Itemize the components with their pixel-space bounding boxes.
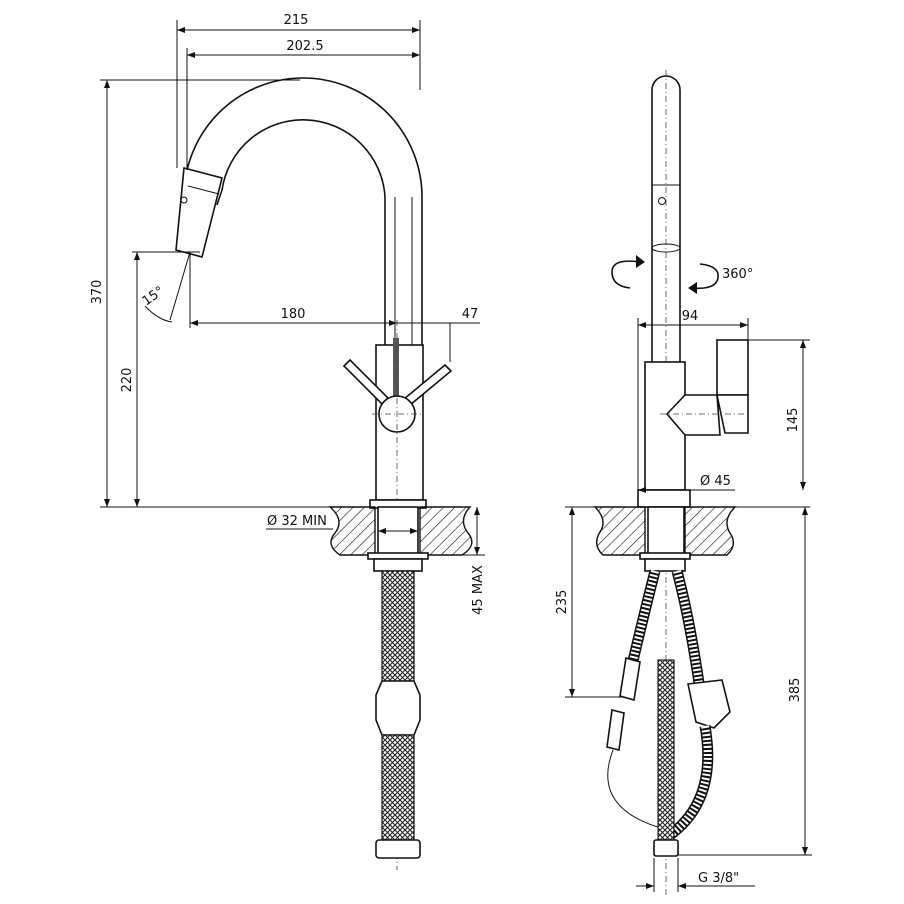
countertop-section-right (684, 506, 737, 556)
front-view-right: 360° 94 145 Ø 45 235 385 G 3/8" (555, 70, 812, 895)
base-flange (637, 489, 691, 508)
mounting-nut (373, 558, 423, 572)
spray-head (175, 166, 223, 258)
dim-235-label: 235 (555, 590, 570, 615)
hose-end-nut (653, 839, 679, 857)
hose-connector (619, 656, 641, 702)
dim-15deg-label: 15° (140, 284, 167, 310)
counterweight (687, 679, 731, 729)
dim-45-max-label: 45 MAX (471, 565, 486, 615)
dim-connection-label: G 3/8" (698, 871, 739, 886)
center-rod (393, 338, 399, 398)
braided-hose (381, 570, 415, 682)
spout-pipe (651, 75, 681, 365)
dim-220-label: 220 (120, 368, 135, 393)
rotate-right-arrow-icon (691, 263, 719, 290)
dim-base-diameter-label: Ø 45 (700, 474, 731, 489)
countertop-section-right (419, 506, 473, 556)
dim-47-label: 47 (462, 307, 479, 322)
dim-94-label: 94 (682, 309, 699, 324)
handle-top (716, 339, 749, 396)
dim-202-5-label: 202.5 (286, 39, 323, 54)
handle-lever (665, 394, 721, 436)
supply-hose (657, 659, 675, 841)
spout-outer (181, 77, 423, 500)
dim-370-label: 370 (90, 280, 105, 305)
dim-hole-diameter-label: Ø 32 MIN (267, 514, 327, 529)
dim-180-label: 180 (281, 307, 306, 322)
countertop-section-left (328, 506, 376, 556)
hose-end-nut (375, 839, 421, 859)
dim-360-label: 360° (722, 267, 753, 282)
dim-215-label: 215 (284, 13, 309, 28)
rotate-left-arrow-icon (611, 260, 641, 289)
spout-inner (216, 119, 386, 500)
dim-385-label: 385 (788, 678, 803, 703)
hose-coupling (375, 680, 421, 736)
dim-145-label: 145 (786, 408, 801, 433)
side-view-left: 215 202.5 370 220 15° 180 47 Ø 32 MIN 45… (90, 13, 486, 870)
countertop-section-left (593, 506, 646, 556)
